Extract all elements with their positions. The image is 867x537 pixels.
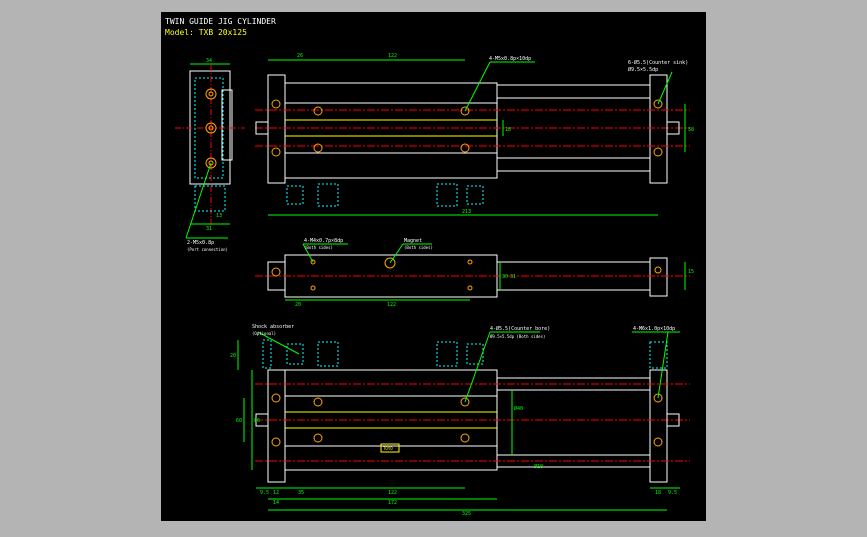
side-note-tap: 2-M5x0.8p (187, 240, 214, 246)
side-hole-mid-inner (208, 125, 214, 131)
drawing-model: Model: TXB 20x125 (165, 28, 247, 37)
bottom-hole-1 (313, 397, 323, 407)
front-view: 20 122 30 31 15 4-M4x0.7p×8dp (Both side… (255, 238, 694, 308)
top-note-cb-2: Ø9.5×5.5dp (628, 66, 658, 73)
bottom-left-boss (255, 413, 269, 427)
front-right-hole (654, 266, 662, 274)
top-hole-r1 (653, 99, 663, 109)
front-dim-height-b-label: 31 (510, 274, 516, 280)
bottom-note-shock: Shock absorber (252, 324, 294, 330)
top-hole-l2 (271, 147, 281, 157)
bottom-dim-pitch-label: 122 (388, 490, 397, 496)
top-left-boss (255, 121, 269, 135)
top-hole-1 (313, 106, 323, 116)
top-body (284, 82, 498, 179)
front-note-tap: 4-M4x0.7p×8dp (304, 238, 343, 244)
side-note-tap-2: (Port connection) (187, 247, 228, 252)
bottom-dim-offset-label: 35 (298, 490, 304, 496)
top-dim-small-label: 18 (505, 127, 511, 133)
top-dim-26-label: 26 (297, 53, 303, 59)
top-dim-overall-label: 213 (462, 209, 471, 215)
bottom-right-boss (666, 413, 680, 427)
top-hole-4 (460, 143, 470, 153)
bottom-leader-1 (257, 331, 300, 355)
bottom-hole-3 (460, 397, 470, 407)
top-note-cb: 6-Ø5.5(Counter sink) (628, 59, 688, 66)
side-port (194, 185, 226, 212)
front-note-magnet: Magnet (404, 238, 422, 244)
bottom-dim-rod-label: Ø40 (514, 405, 523, 412)
bottom-dim-length-label: 172 (388, 500, 397, 506)
bottom-note-tap: 4-Ø5.5(Counter bore) (490, 325, 550, 332)
side-hole-top (205, 88, 217, 100)
top-view: 26 122 213 58 18 4-M5x0.8p×10dp 6-Ø5.5(C… (255, 53, 694, 216)
top-dim-height-label: 58 (688, 127, 694, 133)
front-leader-1 (302, 243, 314, 263)
top-ports (286, 183, 484, 207)
bottom-hole-l2 (271, 437, 281, 447)
top-hole-2 (313, 143, 323, 153)
bottom-hole-2 (313, 433, 323, 443)
side-hole-bot (205, 157, 217, 169)
top-note-tapped: 4-M5x0.8p×10dp (489, 56, 531, 62)
bottom-dim-overall-label: 325 (462, 511, 471, 517)
bottom-label-plate (380, 443, 400, 453)
top-leader-1 (464, 61, 491, 112)
front-tap-2 (467, 259, 473, 265)
front-dim-height-label: 30 (502, 274, 508, 280)
side-hole-mid (205, 122, 217, 134)
top-hole-r2 (653, 147, 663, 157)
front-dim-pitch-label: 122 (387, 302, 396, 308)
bottom-dim-right-b-label: 9.5 (668, 490, 677, 496)
bottom-dim-left-b-label: 9.5 (260, 490, 269, 496)
front-magnet (384, 257, 396, 269)
bottom-dim-rod2-label: Ø10 (534, 463, 543, 470)
bottom-hole-r1 (653, 393, 663, 403)
front-tap-1 (310, 259, 316, 265)
bottom-note-tap-2: Ø9.5×5.5dp (Both sides) (490, 334, 545, 339)
drawing-title: TWIN GUIDE JIG CYLINDER (165, 17, 276, 26)
bottom-dim-height-a-label: 60 (236, 418, 242, 424)
top-dim-122-label: 122 (388, 53, 397, 59)
side-dim-bottom-b: 31 (206, 226, 212, 232)
bottom-label-plate-text: TOYO (383, 446, 393, 451)
bottom-dim-left-d-label: 14 (273, 500, 279, 506)
front-boss-hole (271, 267, 281, 277)
bottom-note-shock-2: (Optional) (252, 331, 276, 336)
side-dim-width-label: 34 (206, 58, 212, 64)
bottom-hole-r2 (653, 437, 663, 447)
top-hole-l1 (271, 99, 281, 109)
bottom-dim-left-a-label: 20 (230, 353, 236, 359)
side-dim-bottom-a: 13 (216, 213, 222, 219)
drawing-canvas[interactable] (161, 12, 706, 521)
bottom-leader-2 (464, 331, 491, 403)
bottom-view: TOYO 20 60 86 9.5 12 35 122 14 172 325 Ø… (230, 324, 690, 517)
bottom-dim-height-b-label: 86 (254, 418, 260, 424)
bottom-dim-left-c-label: 12 (273, 490, 279, 496)
front-dim-right-label: 15 (688, 269, 694, 275)
front-note-tap-2: (Both sides) (304, 245, 333, 250)
bottom-dim-right-a-label: 18 (655, 490, 661, 496)
side-view: 34 13 31 2-M5x0.8p (Port connection) (175, 58, 245, 252)
bottom-note-right-tap: 4-M6x1.0p×10dp (633, 326, 675, 332)
front-leader-2 (389, 243, 404, 264)
side-view-lip (221, 89, 233, 161)
top-hole-3 (460, 106, 470, 116)
bottom-leader-3 (657, 331, 669, 399)
front-dim-left-label: 20 (295, 302, 301, 308)
front-right-plate (649, 257, 668, 297)
front-tap-3 (310, 285, 316, 291)
side-hole-bot-inner (208, 160, 214, 166)
side-leader (185, 162, 212, 239)
bottom-ports (262, 339, 668, 369)
bottom-hole-l1 (271, 393, 281, 403)
top-right-boss (666, 121, 680, 135)
top-leader-2 (657, 71, 673, 105)
front-tap-4 (467, 285, 473, 291)
side-hole-top-inner (208, 91, 214, 97)
front-note-magnet-2: (Both sides) (404, 245, 433, 250)
bottom-hole-4 (460, 433, 470, 443)
